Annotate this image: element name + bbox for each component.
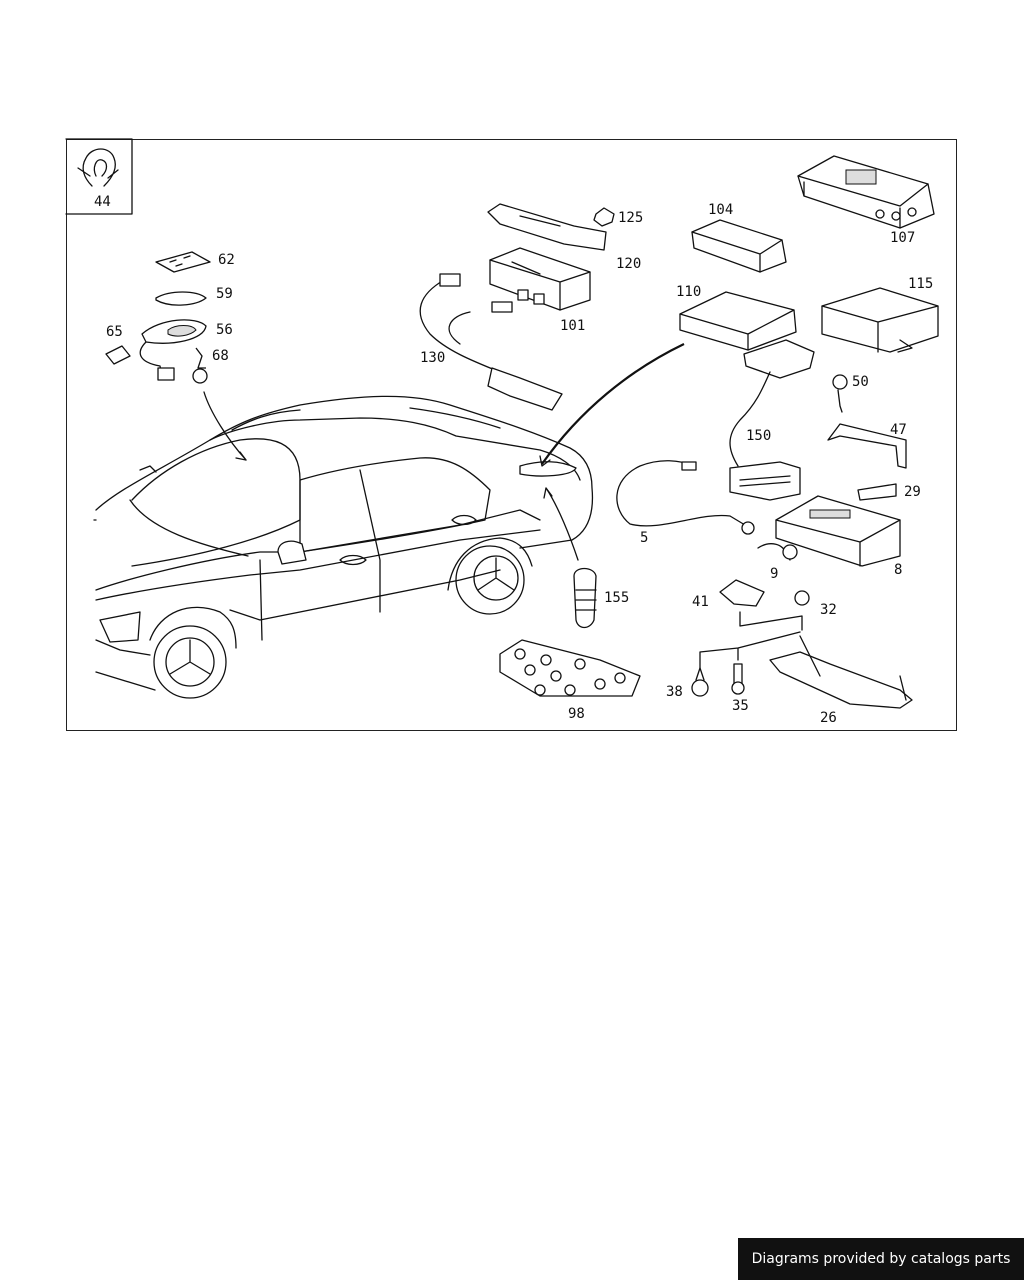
callout-120: 120 xyxy=(616,256,641,272)
callout-125: 125 xyxy=(618,210,643,226)
callout-65: 65 xyxy=(106,324,123,340)
callout-150: 150 xyxy=(746,428,771,444)
callout-29: 29 xyxy=(904,484,921,500)
callout-26: 26 xyxy=(820,710,837,726)
callout-56: 56 xyxy=(216,322,233,338)
callout-115: 115 xyxy=(908,276,933,292)
electronic-modules xyxy=(616,155,939,567)
callout-5: 5 xyxy=(640,530,648,546)
callout-101: 101 xyxy=(560,318,585,334)
bracket-parts xyxy=(499,567,913,709)
car-illustration xyxy=(93,395,594,699)
callout-38: 38 xyxy=(666,684,683,700)
inset-label: 44 xyxy=(94,194,111,210)
callout-110: 110 xyxy=(676,284,701,300)
callout-8: 8 xyxy=(894,562,902,578)
clip-icon xyxy=(77,148,119,187)
arrow-bumper xyxy=(545,487,579,561)
callout-107: 107 xyxy=(890,230,915,246)
callout-41: 41 xyxy=(692,594,709,610)
inset-box: 44 xyxy=(65,138,133,215)
callout-68: 68 xyxy=(212,348,229,364)
callout-59: 59 xyxy=(216,286,233,302)
footer-text: Diagrams provided by catalogs parts xyxy=(751,1251,1011,1267)
footer-credit: Diagrams provided by catalogs parts xyxy=(738,1238,1024,1280)
callout-62: 62 xyxy=(218,252,235,268)
roof-module-parts xyxy=(105,251,211,384)
diagram-frame xyxy=(66,139,957,731)
callout-50: 50 xyxy=(852,374,869,390)
control-unit-parts xyxy=(419,203,615,411)
callout-35: 35 xyxy=(732,698,749,714)
callout-104: 104 xyxy=(708,202,733,218)
callout-9: 9 xyxy=(770,566,778,582)
arrow-trunk xyxy=(541,343,685,465)
callout-32: 32 xyxy=(820,602,837,618)
callout-98: 98 xyxy=(568,706,585,722)
callout-47: 47 xyxy=(890,422,907,438)
callout-155: 155 xyxy=(604,590,629,606)
callout-130: 130 xyxy=(420,350,445,366)
parts-diagram: 44 xyxy=(65,138,939,726)
